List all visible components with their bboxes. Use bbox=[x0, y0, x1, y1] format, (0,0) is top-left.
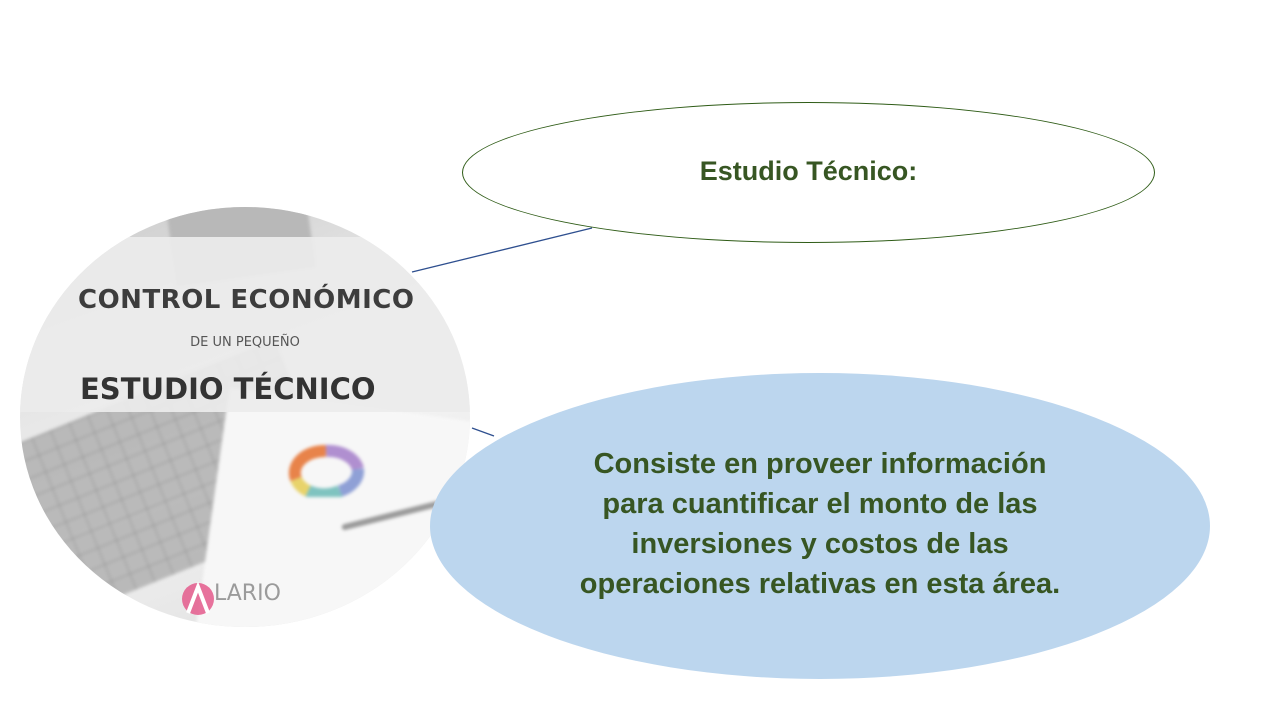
donut-chart-icon bbox=[288, 444, 365, 497]
photo-background bbox=[20, 207, 470, 627]
image-title-line-3: ESTUDIO TÉCNICO bbox=[80, 372, 376, 406]
description-ellipse: Consiste en proveer información para cua… bbox=[430, 373, 1210, 679]
lario-logo-text: LARIO bbox=[214, 581, 281, 606]
heading-text: Estudio Técnico: bbox=[699, 156, 918, 186]
heading-ellipse: Estudio Técnico: bbox=[462, 102, 1155, 243]
title-band: CONTROL ECONÓMICO DE UN PEQUEÑO ESTUDIO … bbox=[20, 237, 470, 412]
estudio-tecnico-photo: CONTROL ECONÓMICO DE UN PEQUEÑO ESTUDIO … bbox=[20, 207, 470, 627]
description-line: operaciones relativas en esta área. bbox=[579, 568, 1061, 600]
lario-logo-icon bbox=[182, 581, 214, 615]
description-line: para cuantificar el monto de las bbox=[602, 488, 1038, 520]
description-line: inversiones y costos de las bbox=[631, 528, 1009, 560]
lario-logo: LARIO bbox=[180, 579, 281, 624]
connector-to-description bbox=[471, 427, 495, 437]
image-title-line-1: CONTROL ECONÓMICO bbox=[78, 285, 415, 315]
description-line: Consiste en proveer información bbox=[593, 448, 1047, 480]
image-title-line-2: DE UN PEQUEÑO bbox=[190, 335, 300, 350]
description-text: Consiste en proveer información para cua… bbox=[560, 444, 1080, 604]
